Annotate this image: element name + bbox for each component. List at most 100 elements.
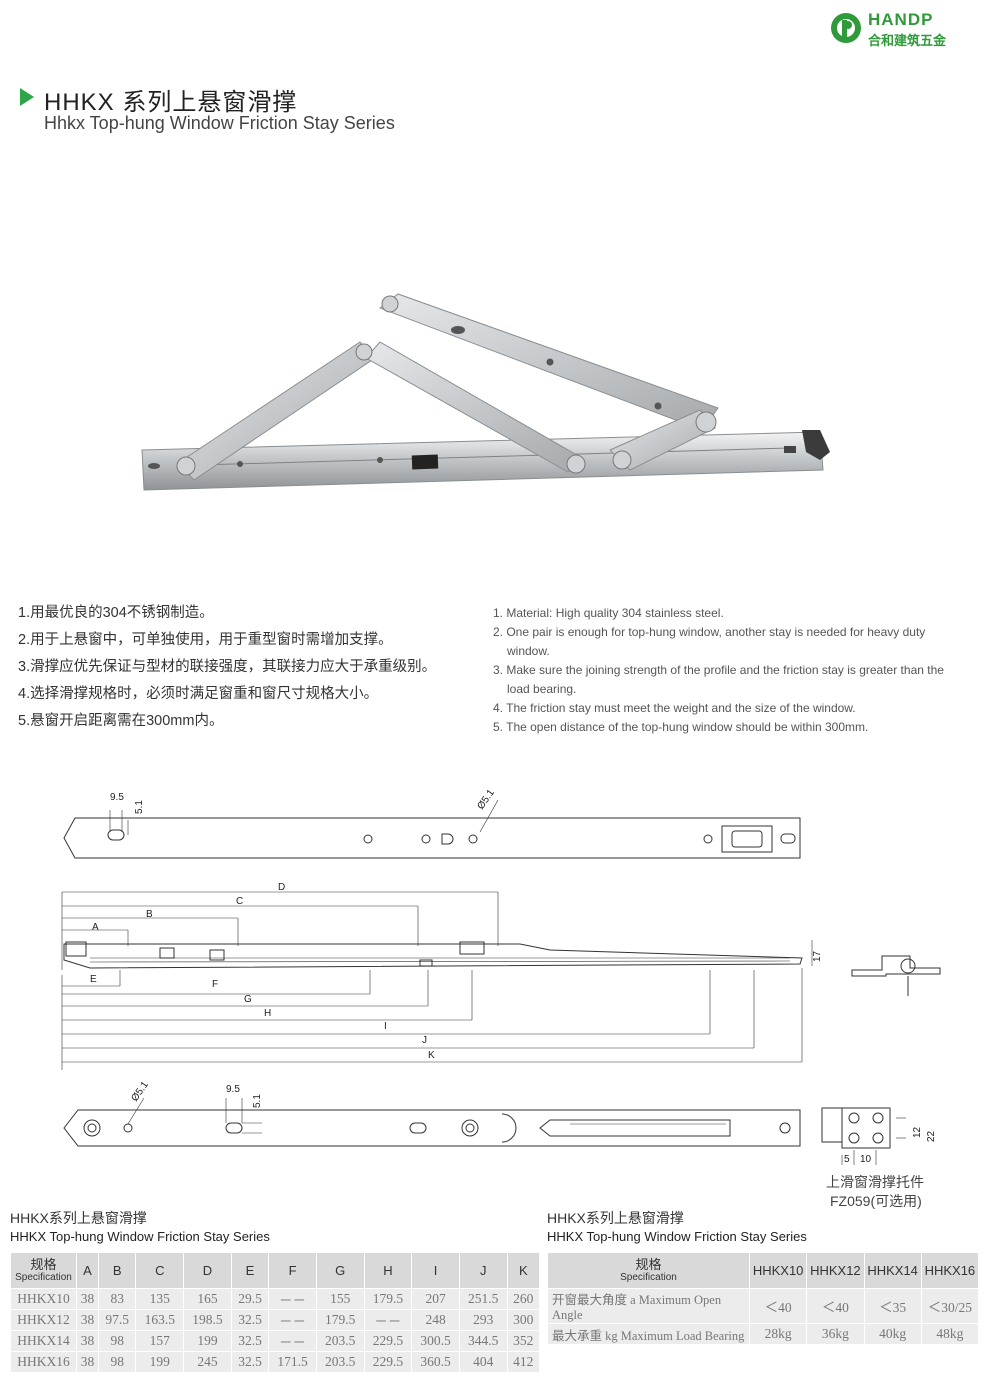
table-cell: 83 — [98, 1288, 137, 1310]
column-header: D — [183, 1252, 232, 1289]
table-cell: 199 — [135, 1351, 185, 1373]
note-en-item: 1. Material: High quality 304 stainless … — [493, 606, 724, 620]
column-header: H — [363, 1252, 413, 1289]
product-photo — [141, 293, 830, 491]
dim-label: 9.5 — [226, 1084, 240, 1095]
table1-heading-cn: HHKX系列上悬窗滑撑 — [10, 1210, 147, 1226]
table-cell: ＜40 — [748, 1288, 808, 1324]
table-cell: 29.5 — [230, 1288, 270, 1310]
dim-label: 10 — [860, 1154, 872, 1165]
table-cell: 155 — [315, 1288, 365, 1310]
table-cell: －－ — [268, 1309, 317, 1331]
page-title-en: Hhkx Top-hung Window Friction Stay Serie… — [44, 113, 395, 133]
table-cell: HHKX14 — [10, 1330, 77, 1352]
dim-label: 5.1 — [134, 800, 145, 814]
spec-header-cn: 规格 — [635, 1257, 662, 1272]
dim-letter: G — [244, 994, 252, 1005]
table-cell: 32.5 — [230, 1351, 270, 1373]
column-header: B — [98, 1252, 137, 1289]
column-header: A — [75, 1252, 100, 1289]
table-cell: 171.5 — [268, 1351, 317, 1373]
technical-drawing: 9.5 5.1 Ø5.1 — [61, 787, 941, 1165]
dim-letter: B — [146, 909, 153, 920]
dim-label: 5.1 — [252, 1094, 263, 1108]
column-header: I — [411, 1252, 460, 1289]
table-cell: 229.5 — [363, 1330, 413, 1352]
note-cn-item: 1.用最优良的304不锈钢制造。 — [18, 605, 214, 621]
column-header: E — [230, 1252, 270, 1289]
table-cell: 203.5 — [315, 1330, 365, 1352]
column-header: G — [315, 1252, 365, 1289]
table-row: 最大承重 kg Maximum Load Bearing 28kg 36kg 4… — [547, 1323, 980, 1345]
table-cell: 38 — [75, 1351, 100, 1373]
table-cell: 404 — [458, 1351, 508, 1373]
table-row: HHKX12 38 97.5 163.5 198.5 32.5 －－ 179.5… — [10, 1309, 541, 1331]
table-row: HHKX16 38 98 199 245 32.5 171.5 203.5 22… — [10, 1351, 541, 1373]
table-cell: 97.5 — [98, 1309, 137, 1331]
dim-letter: E — [90, 974, 97, 985]
dim-label: 12 — [912, 1126, 923, 1138]
table2-heading-en: HHKX Top-hung Window Friction Stay Serie… — [547, 1229, 807, 1244]
note-en-item: 2. One pair is enough for top-hung windo… — [493, 625, 926, 658]
spec-header-en: Specification — [620, 1272, 677, 1283]
dim-letter: A — [92, 922, 99, 933]
table-cell: 203.5 — [315, 1351, 365, 1373]
table-cell: 开窗最大角度 a Maximum Open Angle — [547, 1288, 750, 1324]
dim-label: Ø5.1 — [475, 787, 497, 811]
table-cell: HHKX10 — [10, 1288, 77, 1310]
table-row: HHKX10 38 83 135 165 29.5 －－ 155 179.5 2… — [10, 1288, 541, 1310]
table-cell: 207 — [411, 1288, 460, 1310]
note-cn-item: 4.选择滑撑规格时，必须时满足窗重和窗尺寸规格大小。 — [18, 686, 379, 702]
spec-header-cn: 规格 — [30, 1257, 57, 1272]
table-cell: －－ — [268, 1288, 317, 1310]
dimension-table: 规格 Specification A B C D E F G H I J K H… — [10, 1252, 541, 1373]
bracket-caption: 上滑窗滑撑托件 — [826, 1174, 924, 1190]
table-cell: 229.5 — [363, 1351, 413, 1373]
table-cell: 179.5 — [315, 1309, 365, 1331]
column-header: HHKX12 — [806, 1252, 865, 1289]
title-arrow-icon — [20, 88, 34, 106]
table-cell: 38 — [75, 1288, 100, 1310]
page-title-cn: HHKX 系列上悬窗滑撑 — [44, 89, 298, 116]
table-cell: 293 — [458, 1309, 508, 1331]
notes-en-list: 1. Material: High quality 304 stainless … — [493, 604, 963, 737]
dim-letter: H — [264, 1008, 271, 1019]
note-cn-item: 2.用于上悬窗中，可单独使用，用于重型窗时需增加支撑。 — [18, 632, 393, 648]
performance-table: 规格 Specification HHKX10 HHKX12 HHKX14 HH… — [547, 1252, 980, 1345]
table-cell: 300.5 — [411, 1330, 460, 1352]
table-cell: 40kg — [863, 1323, 922, 1345]
spec-header: 规格 Specification — [10, 1252, 77, 1289]
table-cell: 198.5 — [183, 1309, 232, 1331]
table-cell: 248 — [411, 1309, 460, 1331]
table1-heading-en: HHKX Top-hung Window Friction Stay Serie… — [10, 1229, 270, 1244]
column-header: K — [506, 1252, 541, 1289]
table-cell: 251.5 — [458, 1288, 508, 1310]
note-en-item: 3. Make sure the joining strength of the… — [493, 663, 944, 696]
table-cell: 412 — [506, 1351, 541, 1373]
table-cell: 352 — [506, 1330, 541, 1352]
logo-text-en: HANDP — [868, 10, 934, 29]
bottom-arm-view — [63, 1097, 906, 1165]
table-cell: 最大承重 kg Maximum Load Bearing — [547, 1323, 750, 1345]
column-header: HHKX10 — [748, 1252, 808, 1289]
table-cell: 98 — [98, 1330, 137, 1352]
table-cell: 36kg — [806, 1323, 865, 1345]
table-cell: 98 — [98, 1351, 137, 1373]
dim-label: 17 — [812, 950, 823, 962]
dim-label: Ø5.1 — [129, 1079, 151, 1103]
table-cell: 32.5 — [230, 1309, 270, 1331]
logo-mark-icon — [831, 13, 861, 43]
note-cn-item: 5.悬窗开启距离需在300mm内。 — [18, 713, 224, 729]
dim-letter: F — [212, 979, 218, 990]
table-cell: 48kg — [920, 1323, 980, 1345]
table-cell: 260 — [506, 1288, 541, 1310]
table-cell: 38 — [75, 1309, 100, 1331]
table-cell: ＜35 — [863, 1288, 922, 1324]
dim-letter: K — [428, 1050, 435, 1061]
column-header: HHKX14 — [863, 1252, 922, 1289]
logo-text-cn: 合和建筑五金 — [868, 33, 947, 48]
dim-label: 22 — [926, 1130, 937, 1142]
table-cell: HHKX12 — [10, 1309, 77, 1331]
table-cell: －－ — [268, 1330, 317, 1352]
column-header: C — [135, 1252, 185, 1289]
